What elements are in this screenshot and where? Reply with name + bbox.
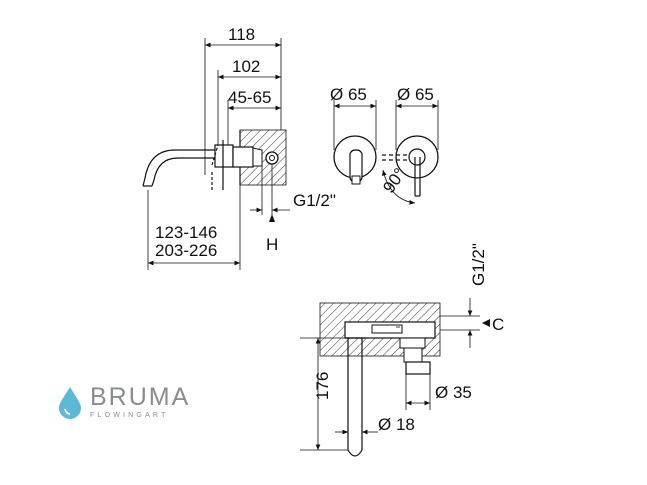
dim-thread-label: G1/2" bbox=[293, 191, 336, 210]
valve-body bbox=[214, 144, 234, 168]
dia-spout-label: Ø 18 bbox=[378, 415, 415, 434]
dim-45-65-label: 45-65 bbox=[228, 88, 271, 107]
brand-name: BRUMA bbox=[90, 383, 191, 411]
height-label: 176 bbox=[313, 372, 332, 400]
angle-arc bbox=[381, 169, 416, 205]
hot-arrow bbox=[269, 214, 275, 222]
spout-outline bbox=[142, 149, 215, 187]
side-view: 118 102 45-65 G1/2" H 123-1 bbox=[142, 25, 336, 270]
dim-118-label: 118 bbox=[228, 25, 255, 44]
cold-label: C bbox=[492, 315, 504, 334]
water-drop-icon bbox=[59, 387, 81, 419]
brand-logo: BRUMA FLOWINGART bbox=[56, 385, 190, 419]
dim-len-b-label: 203-226 bbox=[155, 241, 217, 260]
dim-len-a-label: 123-146 bbox=[155, 223, 217, 242]
dia-body-label: Ø 35 bbox=[435, 383, 472, 402]
front-view: Ø 65 Ø 65 90° bbox=[330, 85, 439, 205]
brand-tagline: FLOWINGART bbox=[90, 412, 169, 419]
hot-label: H bbox=[266, 235, 278, 254]
top-view: G1/2" C 176 Ø 35 Ø 18 bbox=[300, 243, 504, 457]
dia-right-label: Ø 65 bbox=[397, 85, 434, 104]
connector-circle bbox=[265, 151, 279, 165]
dia-left-label: Ø 65 bbox=[330, 85, 367, 104]
thread-top-label: G1/2" bbox=[469, 243, 488, 286]
cold-arrow bbox=[482, 319, 490, 327]
dim-102-label: 102 bbox=[232, 57, 260, 76]
